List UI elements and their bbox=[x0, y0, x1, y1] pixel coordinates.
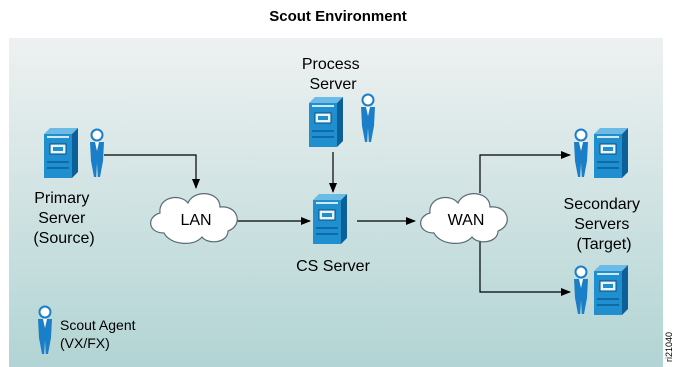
server-icon bbox=[593, 264, 629, 316]
server-icon bbox=[308, 96, 344, 148]
cloud-lan-label: LAN bbox=[180, 212, 211, 229]
server-icon bbox=[43, 127, 79, 179]
legend: Scout Agent (VX/FX) bbox=[37, 305, 139, 355]
connectors bbox=[104, 151, 571, 296]
cs-server-label: CS Server bbox=[296, 258, 370, 275]
primary-server-label: Primary Server (Source) bbox=[33, 190, 94, 247]
cloud-wan-label: WAN bbox=[448, 212, 485, 229]
primary-server: Primary Server (Source) bbox=[33, 127, 105, 247]
diagram-title: Scout Environment bbox=[269, 8, 407, 25]
secondary-server-top bbox=[573, 127, 629, 179]
process-server: Process Server bbox=[302, 56, 376, 148]
server-icon bbox=[312, 193, 348, 245]
figure-id: ri21040 bbox=[664, 332, 674, 362]
server-icon bbox=[593, 127, 629, 179]
connector-wan-to-secondary-bottom bbox=[479, 240, 571, 296]
connector-primary-to-lan bbox=[104, 154, 200, 189]
cs-server: CS Server bbox=[296, 193, 371, 275]
connector-wan-to-secondary-top bbox=[479, 151, 571, 193]
cloud-lan: LAN bbox=[150, 193, 238, 245]
secondary-server-bottom bbox=[573, 264, 629, 316]
legend-label: Scout Agent (VX/FX) bbox=[60, 317, 139, 351]
process-server-label: Process Server bbox=[302, 56, 364, 93]
secondary-servers-label: Secondary Servers (Target) bbox=[564, 196, 645, 253]
cloud-wan: WAN bbox=[420, 193, 508, 245]
